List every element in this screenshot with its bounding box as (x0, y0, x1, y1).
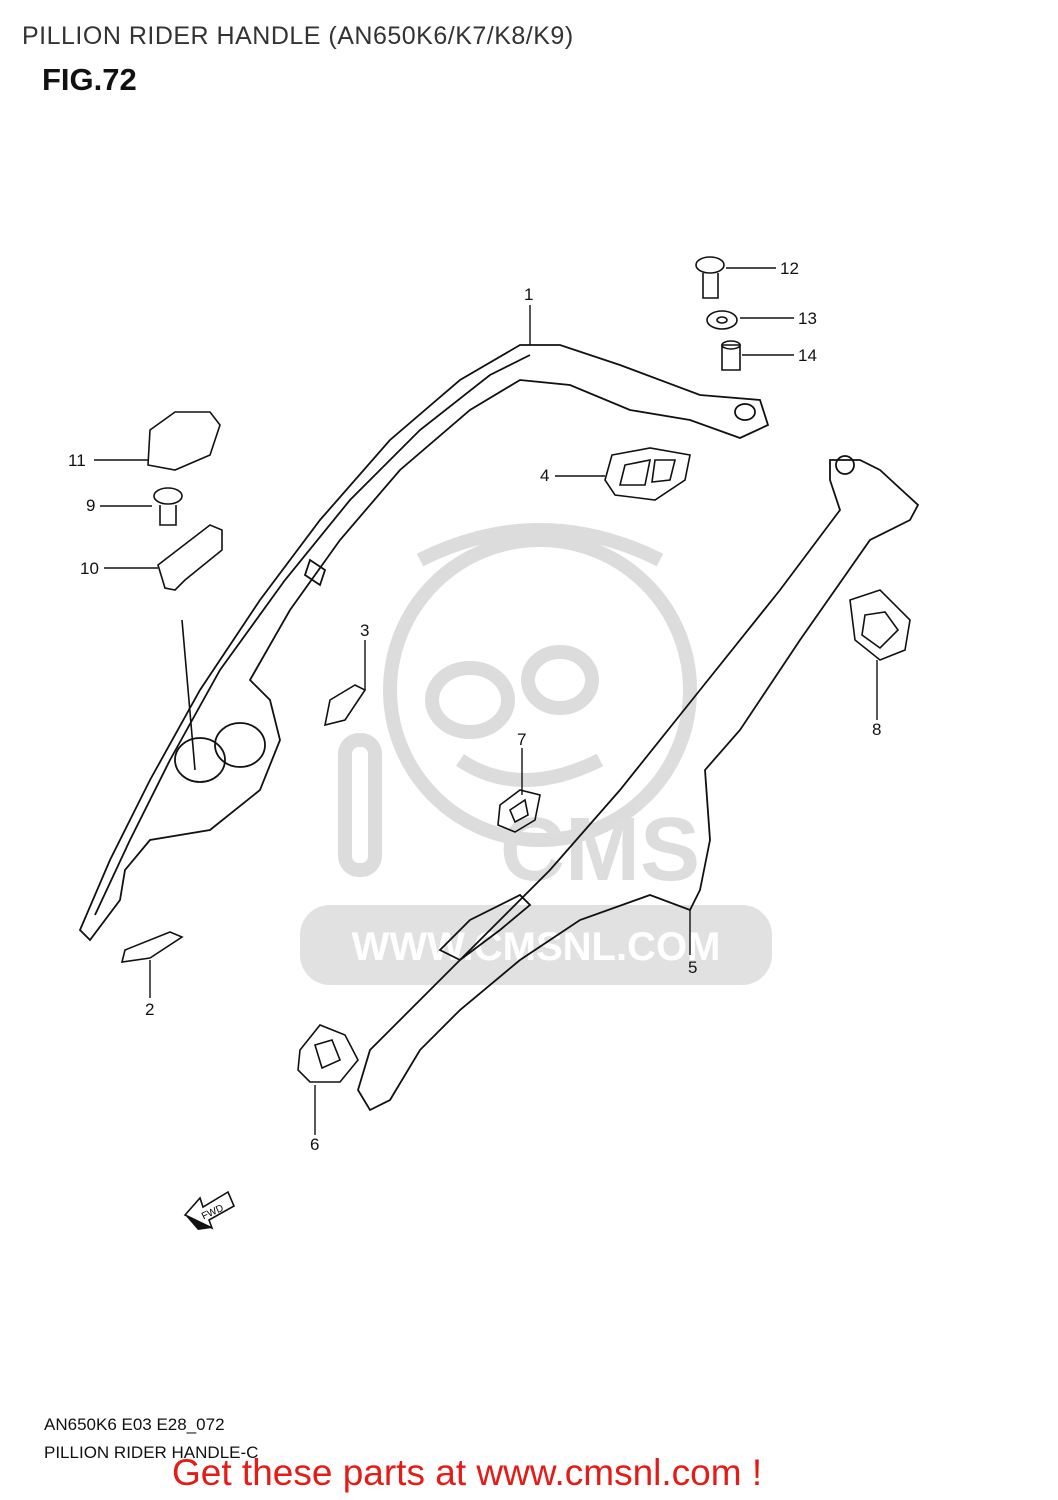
fwd-arrow-icon: FWD (183, 1190, 236, 1230)
part-14-collar (721, 340, 741, 371)
callout-5: 5 (688, 958, 697, 977)
part-13-washer (706, 310, 738, 330)
figure-label: FIG.72 (42, 62, 137, 97)
callout-14: 14 (798, 346, 817, 365)
watermark-banner (300, 905, 772, 985)
part-8-cover (849, 589, 911, 661)
callout-1: 1 (524, 285, 533, 304)
callout-12: 12 (780, 259, 799, 278)
part-9-bolt (153, 487, 183, 526)
part-6-pad (297, 1024, 359, 1083)
callout-3: 3 (360, 621, 369, 640)
diagram-code: AN650K6 E03 E28_072 (44, 1415, 225, 1434)
diagram-caption: PILLION RIDER HANDLE-C (44, 1443, 259, 1462)
callout-7: 7 (517, 730, 526, 749)
promo-banner[interactable]: Get these parts at www.cmsnl.com ! (172, 1452, 763, 1493)
part-1-handle (78, 344, 770, 942)
callout-11: 11 (68, 451, 86, 470)
part-10-bracket (157, 524, 223, 771)
watermark-logo (338, 523, 697, 877)
watermark-logo-text: CMS (500, 800, 700, 900)
callout-10: 10 (80, 559, 99, 578)
callout-4: 4 (540, 466, 549, 485)
part-3-pad (323, 684, 367, 727)
leader-lines (94, 267, 878, 1135)
callout-6: 6 (310, 1135, 319, 1154)
part-5-handle (357, 455, 920, 1112)
part-2-pad (120, 931, 184, 963)
callout-8: 8 (872, 720, 881, 739)
part-12-bolt (695, 256, 725, 299)
callout-2: 2 (145, 1000, 154, 1019)
part-11-cap (147, 411, 221, 471)
callout-9: 9 (86, 496, 95, 515)
page-title: PILLION RIDER HANDLE (AN650K6/K7/K8/K9) (22, 22, 574, 50)
part-7-pad (497, 789, 541, 833)
callout-13: 13 (798, 309, 817, 328)
watermark-url: WWW.CMSNL.COM (352, 925, 721, 969)
part-4-cover (604, 447, 691, 501)
